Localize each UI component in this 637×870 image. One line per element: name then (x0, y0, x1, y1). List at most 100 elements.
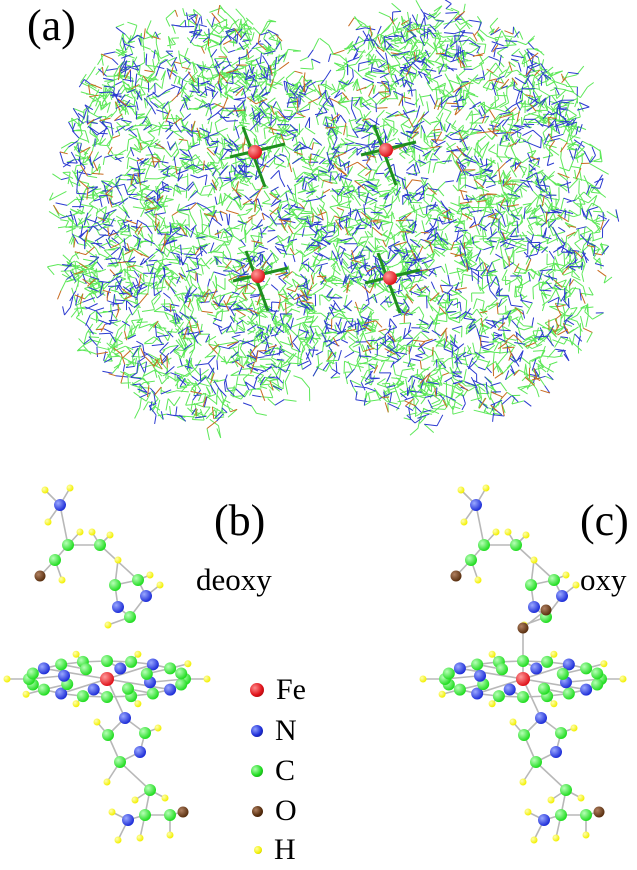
bond (106, 678, 171, 691)
c-atom (492, 690, 505, 703)
h-atom (76, 528, 84, 536)
h-atom (504, 528, 512, 536)
bond (106, 678, 126, 719)
n-atom (87, 683, 100, 696)
c-atom (76, 690, 89, 703)
h-atom (492, 528, 500, 536)
oxygen-bonds (53, 5, 607, 429)
c-atom (164, 662, 177, 675)
h-atom (166, 831, 174, 839)
iron-atom (379, 143, 393, 157)
n-atom (556, 590, 568, 602)
c-atom (548, 574, 560, 586)
h-atom (550, 700, 558, 708)
h-atom (114, 836, 122, 844)
panel-b-state: deoxy (196, 562, 272, 597)
nitrogen-bonds (55, 0, 620, 427)
c-atom (132, 574, 144, 586)
n-atom (503, 683, 516, 696)
n-atom (140, 590, 152, 602)
h-atom (460, 518, 468, 526)
n-atom (164, 683, 177, 696)
legend-label: O (275, 794, 297, 827)
n-atom (453, 662, 466, 675)
bond (535, 761, 567, 791)
c-atom (556, 667, 569, 680)
c-atom (518, 729, 530, 741)
c-atom (101, 691, 113, 703)
legend-label: N (275, 714, 297, 747)
n-atom (535, 712, 547, 724)
h-atom (44, 518, 52, 526)
bond (106, 663, 154, 680)
h-atom (457, 486, 465, 494)
h-atom (619, 675, 627, 683)
heme-iron-atoms (229, 124, 421, 314)
c-atom (478, 539, 490, 551)
h-atom (103, 778, 111, 786)
o-atom (593, 806, 605, 818)
o-atom (34, 570, 46, 582)
n-atom (550, 746, 562, 758)
c-atom (562, 687, 575, 700)
h-atom (41, 486, 49, 494)
h-atom (530, 556, 538, 564)
n-atom (122, 814, 134, 826)
h-atom (203, 675, 211, 683)
h-atom (488, 650, 496, 658)
c-atom (580, 662, 593, 675)
panel-b-label: (b) (214, 496, 266, 545)
h-atom (106, 531, 114, 539)
bond (60, 678, 108, 695)
n-atom (119, 712, 131, 724)
n-atom (114, 662, 127, 675)
n-atom (54, 499, 66, 511)
h-atom (522, 531, 530, 539)
c-atom (62, 539, 74, 551)
bond (43, 667, 108, 680)
bond (476, 678, 524, 695)
o-atom-icon (252, 805, 263, 817)
h-atom (519, 778, 527, 786)
n-atom (528, 601, 540, 613)
n-atom (471, 687, 484, 700)
legend-item-n: N (250, 713, 297, 749)
c-atom (55, 658, 68, 671)
n-atom (58, 669, 71, 682)
legend-item-o: O (250, 793, 297, 829)
n-atom (580, 683, 593, 696)
c-atom (525, 579, 537, 591)
h-atom (134, 700, 142, 708)
h-atom (577, 794, 585, 802)
h-atom (131, 796, 139, 804)
n-atom (470, 499, 482, 511)
c-atom (144, 784, 156, 796)
h-atom (482, 484, 490, 492)
h-atom (600, 660, 608, 668)
h-atom (419, 675, 427, 683)
h-atom (582, 831, 590, 839)
panel-c-label: (c) (580, 496, 629, 545)
bond (459, 667, 524, 680)
panel-a-label: (a) (27, 1, 76, 50)
c-atom-icon (251, 765, 263, 777)
c-atom (175, 667, 188, 680)
n-atom (134, 746, 146, 758)
c-atom (139, 809, 151, 821)
c-atom (591, 667, 604, 680)
n-atom (146, 658, 159, 671)
c-atom (164, 809, 176, 821)
c-atom (580, 809, 592, 821)
o-atom (540, 604, 552, 616)
h-atom (570, 724, 578, 732)
panel-c-state: oxy (580, 562, 627, 597)
h-atom (134, 650, 142, 658)
h-atom (104, 621, 112, 629)
legend-label: Fe (276, 673, 306, 706)
c-atom (124, 611, 136, 623)
c-atom (471, 658, 484, 671)
n-atom (37, 662, 50, 675)
c-atom (121, 682, 134, 695)
iron-atom (248, 145, 262, 159)
